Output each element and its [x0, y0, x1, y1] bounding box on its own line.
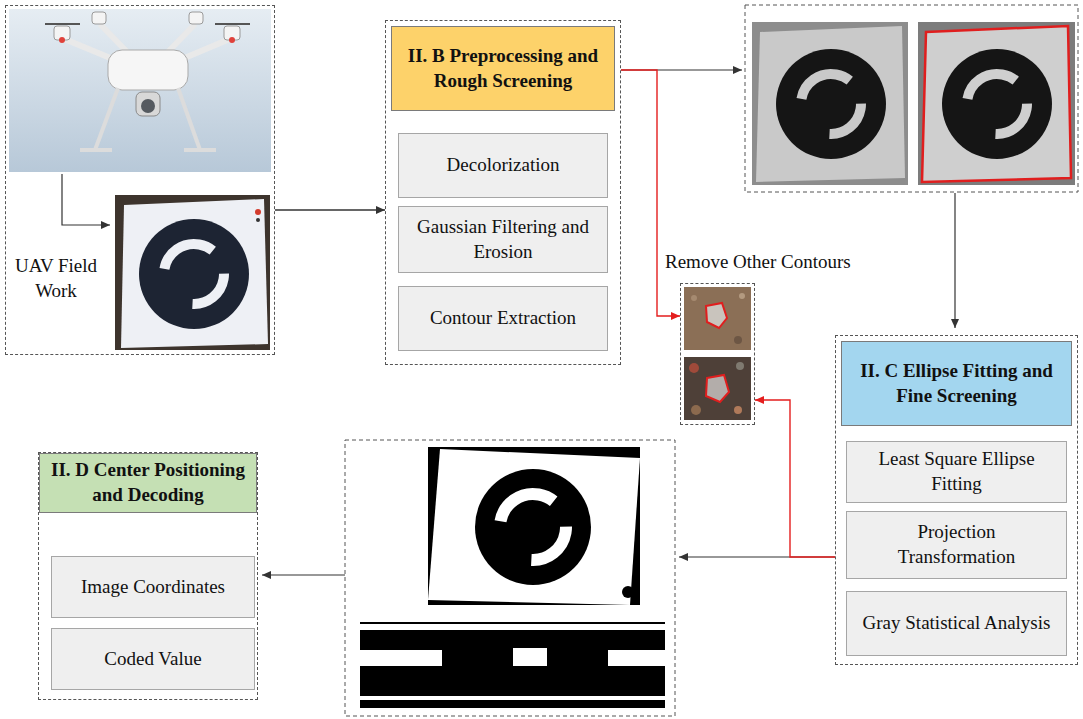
caption-block: UAV Field Work — [10, 254, 102, 303]
panel-heading: Remove Other Contours — [665, 250, 851, 275]
image-frame — [345, 440, 675, 716]
photo-panel: UAV Field Work — [5, 5, 275, 355]
image-frame — [745, 5, 1078, 192]
process-box: Image Coordinates — [51, 556, 255, 618]
group-header: II. C Ellipse Fitting and Fine Screening — [841, 341, 1072, 426]
flow-connector — [621, 70, 680, 316]
step-label: Contour Extraction — [430, 306, 576, 331]
group-title: II. D Center Positioning and Decoding — [48, 458, 248, 507]
caption-text: UAV Field Work — [10, 254, 102, 303]
step-label: Least Square Ellipse Fitting — [857, 447, 1056, 496]
flow-connector — [755, 400, 835, 557]
rock-images — [684, 287, 751, 420]
process-group: II. D Center Positioning and DecodingIma… — [38, 452, 258, 700]
image-frame — [680, 283, 755, 425]
step-label: Gaussian Filtering and Erosion — [409, 215, 597, 264]
panel-heading-text: Remove Other Contours — [665, 250, 851, 275]
group-title: II. B Preprocessing and Rough Screening — [400, 44, 606, 93]
drone-photo — [9, 9, 271, 172]
step-label: Gray Statistical Analysis — [863, 611, 1051, 636]
process-box: Coded Value — [51, 628, 255, 690]
binary-code-strip — [360, 622, 665, 708]
process-group: II. B Preprocessing and Rough ScreeningD… — [385, 20, 621, 365]
flow-arrow — [62, 174, 110, 225]
process-box: Gaussian Filtering and Erosion — [398, 206, 608, 273]
grey-marker-image — [752, 22, 908, 185]
group-header: II. B Preprocessing and Rough Screening — [391, 26, 615, 111]
process-box: Decolorization — [398, 133, 608, 198]
process-box: Contour Extraction — [398, 286, 608, 351]
outlined-marker-image — [918, 22, 1075, 185]
process-box: Least Square Ellipse Fitting — [846, 441, 1067, 503]
marker-photo — [115, 195, 270, 350]
flow-connector — [275, 209, 385, 210]
step-label: Image Coordinates — [81, 575, 225, 600]
step-label: Coded Value — [104, 647, 201, 672]
flow-arrow — [954, 193, 955, 328]
process-group: II. C Ellipse Fitting and Fine Screening… — [835, 335, 1078, 665]
flow-arrow — [262, 574, 345, 575]
binary-marker-image — [428, 447, 640, 605]
step-label: Projection Transformation — [857, 520, 1056, 569]
process-box: Gray Statistical Analysis — [846, 591, 1067, 656]
step-label: Decolorization — [447, 153, 560, 178]
group-header: II. D Center Positioning and Decoding — [39, 453, 257, 513]
group-title: II. C Ellipse Fitting and Fine Screening — [850, 359, 1063, 408]
process-box: Projection Transformation — [846, 511, 1067, 579]
